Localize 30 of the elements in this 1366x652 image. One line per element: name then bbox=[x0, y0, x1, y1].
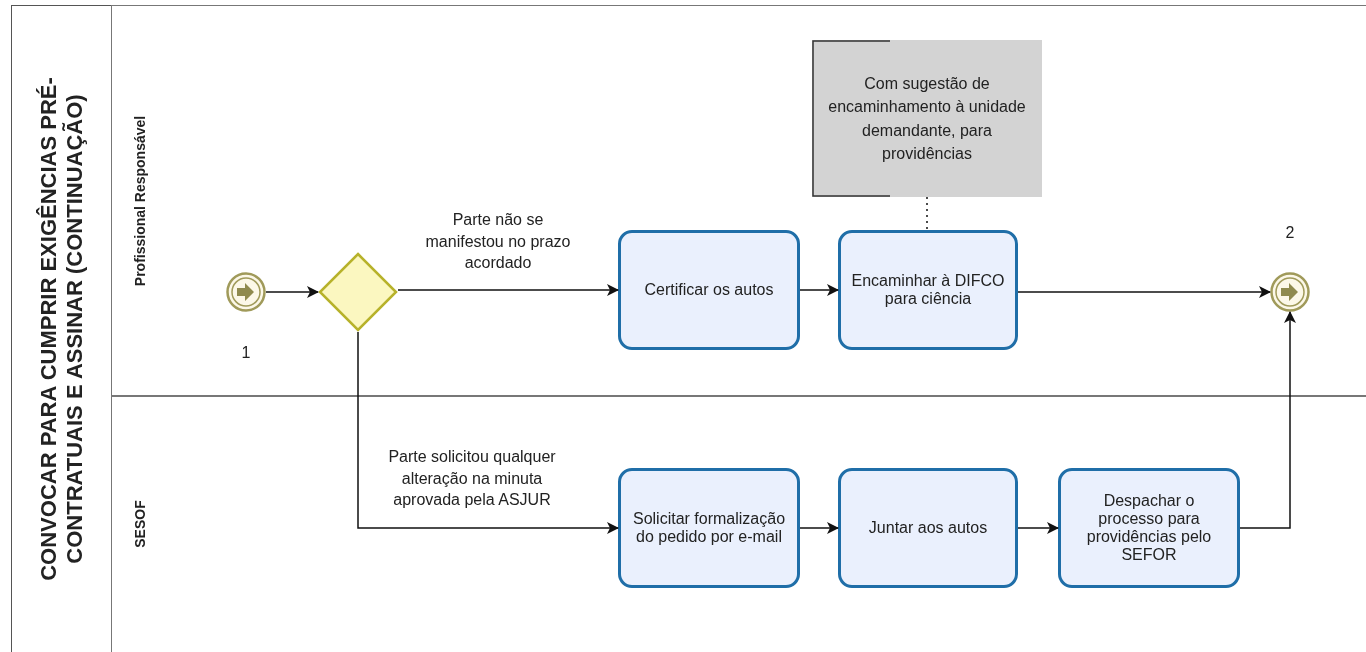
arrow bbox=[1017, 522, 1059, 534]
task-label: Encaminhar à DIFCO para ciência bbox=[851, 272, 1005, 308]
task-box bbox=[838, 230, 1018, 350]
arrow bbox=[799, 522, 839, 534]
arrow bbox=[1239, 311, 1296, 529]
annotation-box bbox=[812, 40, 1042, 197]
annotation-text: Com sugestão de encaminhamento à unidade demandante, para providências bbox=[827, 74, 1027, 164]
task-box bbox=[618, 230, 800, 350]
association-line bbox=[926, 196, 928, 231]
arrow bbox=[357, 331, 619, 534]
arrow bbox=[799, 284, 839, 296]
task-box bbox=[838, 468, 1018, 588]
arrow bbox=[397, 284, 619, 296]
swimlane bbox=[112, 396, 1366, 652]
pool-title: CONVOCAR PARA CUMPRIR EXIGÊNCIAS PRÉ-CONTRATUAIS E ASSINAR (CONTINUAÇÃO) bbox=[34, 76, 88, 583]
task-label: Certificar os autos bbox=[644, 281, 774, 299]
gateway-diamond bbox=[318, 252, 398, 332]
task-box bbox=[1058, 468, 1240, 588]
pool-box bbox=[12, 6, 1366, 652]
task-label: Solicitar formalização do pedido por e-mail bbox=[631, 510, 787, 546]
task-box bbox=[618, 468, 800, 588]
task-label: Despachar o processo para providências pelo SEFOR bbox=[1085, 492, 1213, 564]
event-number: 1 bbox=[241, 344, 251, 362]
swimlane bbox=[112, 6, 1366, 396]
arrow bbox=[1017, 286, 1271, 298]
event-number: 2 bbox=[1285, 224, 1295, 242]
task-label: Juntar aos autos bbox=[868, 519, 988, 537]
lane-label: Profissional Responsável bbox=[131, 114, 149, 289]
arrow bbox=[265, 286, 319, 298]
lane-label: SESOF bbox=[131, 499, 149, 550]
